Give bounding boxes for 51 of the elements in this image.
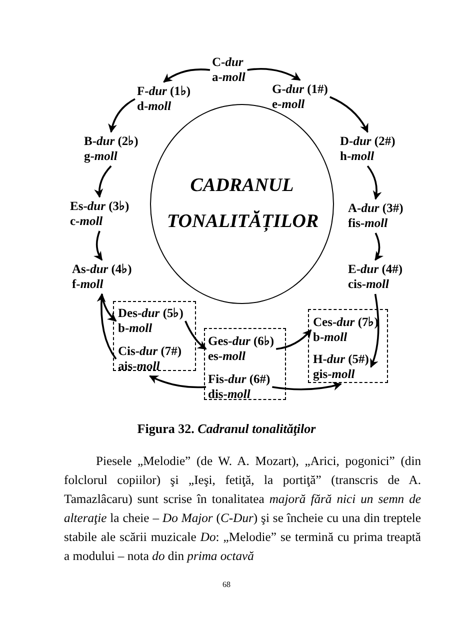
dashed-box [204,328,286,400]
arrow [149,375,206,388]
minor-key-text: h-moll [340,149,374,164]
minor-key-text: d-moll [137,99,172,114]
arrow [247,68,301,81]
minor-key-text: dis-moll [208,387,250,402]
arrow [163,68,210,83]
minor-key-text: b-moll [118,321,152,336]
arrow [330,96,368,133]
major-key-text: Cis-dur (7#) [118,344,182,359]
figure-caption: Figura 32. Cadranul tonalităţilor [137,421,316,437]
minor-key-text: c-moll [70,214,103,229]
major-key-text: B-dur (2♭) [84,134,138,149]
major-key-text: D-dur (2#) [340,134,396,149]
minor-key-text: b-moll [313,330,348,345]
major-key-text: F-dur (1♭) [137,84,191,99]
minor-key-text: es-moll [208,349,246,364]
minor-key-text: f-moll [72,277,104,292]
arrow [96,293,117,360]
arrow [366,165,382,200]
major-key-text: C-dur [212,55,244,70]
minor-key-text: e-moll [272,97,305,112]
arrow [94,230,103,261]
major-key-text: Es-dur (3♭) [70,199,130,214]
arrow [184,320,207,350]
major-key-text: Ges-dur (6♭) [208,334,274,349]
page-number: 68 [222,580,230,589]
dashed-box [113,301,196,371]
arrow [276,329,312,350]
minor-key-text: g-moll [84,149,118,164]
major-key-text: Ces-dur (7♭) [313,315,378,330]
arrow [94,165,112,198]
arrow [370,294,380,368]
circle-title: CADRANUL TONALITĂȚILOR [167,174,317,234]
major-key-text: As-dur (4♭) [72,262,132,277]
body-paragraph: Piesele „Melodie” (de W. A. Mozart), „Arici, pogonici” (din folclorul copiilor) şi „Ieşi, fetiţă, la portiţă” (transcris de A. Tamazlâcaru) sunt scrise în tonalitatea majoră fără nici un semn de alteraţie la cheie – Do Major (C-Dur) şi se încheie cu una din treptele stabile ale scării muzicale Do: „Melodie” se termină cu prima treaptă a modului – nota do din prima octavă [64,453,421,565]
major-key-text: Fis-dur (6#) [208,372,270,387]
minor-key-text: a-moll [212,70,246,85]
arrow [108,98,136,133]
major-key-text: Des-dur (5♭) [118,306,184,321]
minor-key-text: ais-moll [118,359,160,374]
major-key-text: A-dur (3#) [348,201,404,216]
minor-key-text: gis-moll [313,367,355,382]
minor-key-text: fis-moll [348,216,388,231]
major-key-text: H-dur (5#) [313,352,369,367]
minor-key-text: cis-moll [348,277,389,292]
arrow [272,382,342,390]
arrow [374,232,384,261]
major-key-text: G-dur (1#) [272,82,328,97]
major-key-text: E-dur (4#) [348,262,403,277]
dashed-box [308,309,388,383]
